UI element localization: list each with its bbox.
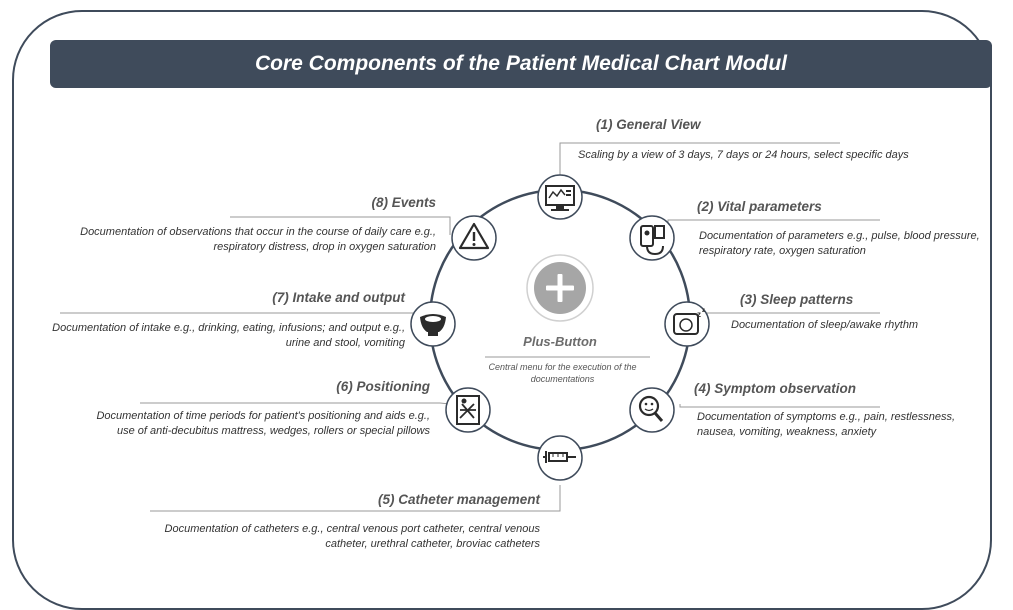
vital-monitor-icon[interactable]: [629, 215, 675, 261]
component-label-positioning: (6) Positioning: [336, 379, 430, 394]
component-description-vital-parameters: Documentation of parameters e.g., pulse,…: [699, 230, 980, 257]
warning-icon[interactable]: [451, 215, 497, 261]
component-label-events: (8) Events: [371, 195, 436, 210]
component-description-general-view: Scaling by a view of 3 days, 7 days or 2…: [578, 149, 909, 161]
component-label-catheter-management: (5) Catheter management: [377, 492, 540, 507]
svg-text:z: z: [702, 308, 705, 314]
component-description-catheter-management: Documentation of catheters e.g., central…: [164, 523, 540, 550]
title-bar: Core Components of the Patient Medical C…: [50, 40, 992, 88]
toilet-icon[interactable]: [410, 301, 456, 347]
plus-button-description: Central menu for the execution of the do…: [488, 362, 637, 384]
sleeping-face-icon[interactable]: z z: [664, 301, 710, 347]
svg-text:z: z: [697, 310, 701, 319]
monitor-chart-icon[interactable]: [537, 174, 583, 220]
component-wheel: z z: [60, 142, 880, 512]
component-label-sleep-patterns: (3) Sleep patterns: [740, 292, 854, 307]
magnifier-face-icon[interactable]: [629, 387, 675, 433]
plus-button[interactable]: [526, 254, 594, 322]
component-label-symptom-observation: (4) Symptom observation: [694, 381, 857, 396]
component-label-vital-parameters: (2) Vital parameters: [697, 199, 822, 214]
plus-button-label: Plus-Button: [523, 334, 597, 349]
component-description-symptom-observation: Documentation of symptoms e.g., pain, re…: [697, 411, 956, 438]
bed-positioning-icon[interactable]: [445, 387, 491, 433]
component-description-sleep-patterns: Documentation of sleep/awake rhythm: [731, 319, 919, 331]
component-description-positioning: Documentation of time periods for patien…: [96, 410, 430, 437]
component-description-intake-and-output: Documentation of intake e.g., drinking, …: [52, 322, 405, 349]
page-title: Core Components of the Patient Medical C…: [254, 52, 788, 75]
syringe-icon[interactable]: [537, 435, 583, 481]
component-description-events: Documentation of observations that occur…: [80, 226, 436, 253]
component-label-general-view: (1) General View: [596, 117, 701, 132]
component-label-intake-and-output: (7) Intake and output: [272, 290, 405, 305]
